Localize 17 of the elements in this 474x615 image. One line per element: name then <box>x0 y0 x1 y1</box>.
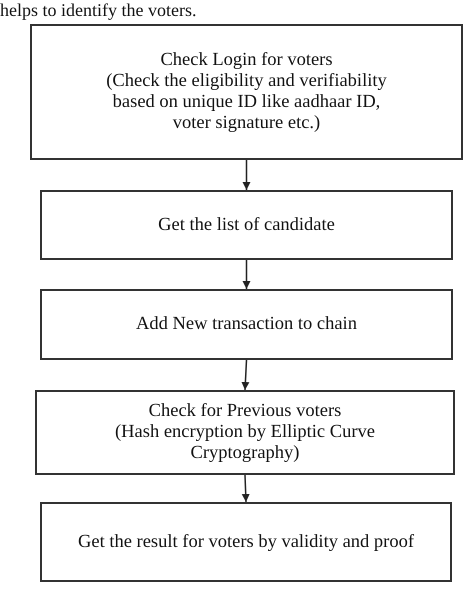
box-heading: Check Login for voters <box>160 50 333 71</box>
arrow <box>242 260 250 289</box>
process-box <box>40 190 453 260</box>
process-box <box>40 502 452 582</box>
process-box <box>30 24 463 160</box>
arrow <box>242 474 250 502</box>
box-heading: Get the list of candidate <box>158 214 335 236</box>
process-box <box>35 390 455 475</box>
arrow <box>242 160 250 190</box>
arrow <box>241 360 250 390</box>
box-detail: (Check the eligibility and verifiability based on unique ID like aadhaar ID, voter signature etc.) <box>105 71 388 134</box>
box-heading: Get the result for voters by validity and proof <box>78 532 414 552</box>
box-heading: Check for Previous voters <box>148 401 342 422</box>
body-text: helps to identify the voters. <box>0 0 196 20</box>
process-box <box>40 289 453 360</box>
box-detail: (Hash encryption by Elliptic Curve Cryptography) <box>114 422 376 464</box>
box-heading: Add New transaction to chain <box>136 314 357 335</box>
